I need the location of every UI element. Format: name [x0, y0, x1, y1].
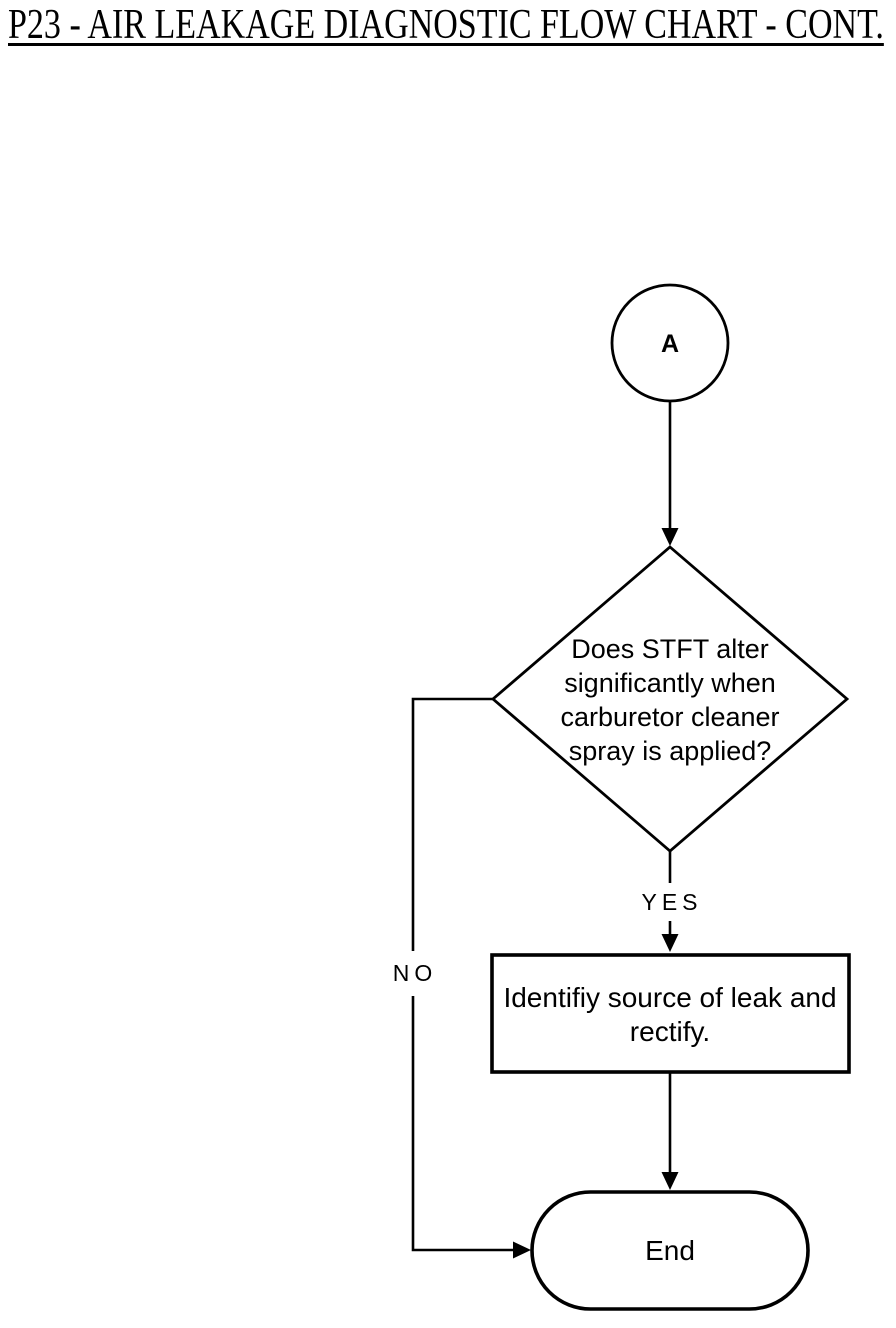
- decision-text-line-1: Does STFT alter: [571, 634, 769, 664]
- page-title-text: P23 - AIR LEAKAGE DIAGNOSTIC FLOW CHART …: [8, 2, 884, 48]
- arrowhead-down-icon: [661, 528, 679, 546]
- process-node: Identifiy source of leak and rectify.: [490, 953, 851, 1074]
- arrow-process-to-end: [661, 1073, 679, 1190]
- decision-diamond: [490, 545, 850, 853]
- end-terminator: [530, 1190, 810, 1311]
- end-label: End: [645, 1235, 695, 1266]
- arrow-a-to-decision: [661, 401, 679, 546]
- yes-label: YES: [641, 889, 702, 915]
- arrowhead-down-icon: [661, 1172, 679, 1190]
- no-line-lower: [411, 996, 517, 1252]
- process-box: [490, 953, 851, 1074]
- no-label: NO: [393, 960, 438, 986]
- decision-text-line-2: significantly when: [564, 668, 776, 698]
- no-line-upper: [411, 697, 493, 951]
- decision-text-line-4: spray is applied?: [569, 736, 772, 766]
- end-node: End: [530, 1190, 810, 1311]
- arrowhead-down-icon: [661, 934, 679, 952]
- no-branch: NO: [393, 697, 531, 1259]
- yes-branch: YES: [641, 851, 702, 952]
- connector-a-node: A: [610, 283, 730, 403]
- page-title: P23 - AIR LEAKAGE DIAGNOSTIC FLOW CHART …: [8, 1, 896, 49]
- decision-node: Does STFT alter significantly when carbu…: [490, 545, 850, 853]
- process-text-line-2: rectify.: [630, 1016, 710, 1047]
- connector-a-label: A: [661, 330, 679, 358]
- arrowhead-right-icon: [513, 1241, 531, 1259]
- process-text-line-1: Identifiy source of leak and: [503, 982, 836, 1013]
- decision-text-line-3: carburetor cleaner: [560, 702, 779, 732]
